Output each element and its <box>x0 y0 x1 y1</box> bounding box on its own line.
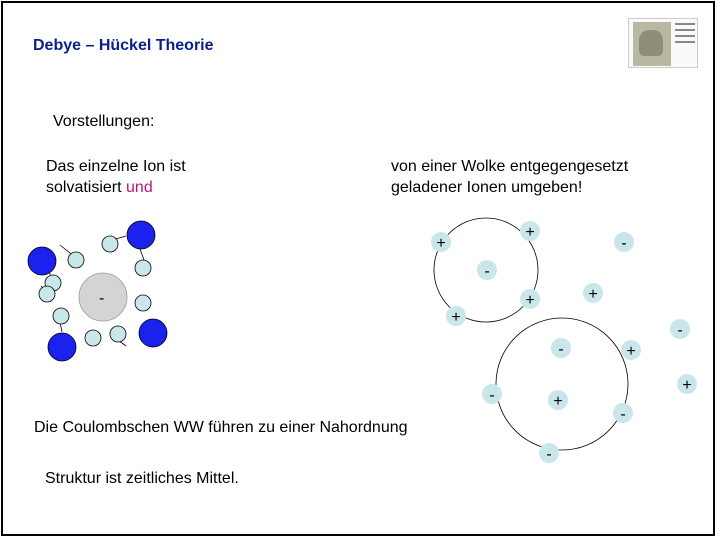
solvent-molecule <box>67 251 85 269</box>
left-description: Das einzelne Ion ist solvatisiert und <box>46 156 186 198</box>
large-ion <box>47 332 77 362</box>
right-description: von einer Wolke entgegengesetzt geladene… <box>391 156 628 198</box>
large-ion <box>138 318 168 348</box>
cloud-ion-plus <box>621 340 641 360</box>
solvent-molecule <box>134 294 152 312</box>
svg-text:-: - <box>489 387 494 404</box>
cloud-ion-minus <box>670 319 690 339</box>
large-ion <box>126 220 156 250</box>
cloud-ion-minus <box>539 443 559 463</box>
solvent-molecule <box>101 235 119 253</box>
left-line-2-text: solvatisiert <box>46 179 127 196</box>
solvent-molecule <box>109 325 127 343</box>
svg-text:+: + <box>525 224 534 241</box>
svg-text:-: - <box>484 263 489 280</box>
cloud-ion-plus <box>520 221 540 241</box>
left-line-1: Das einzelne Ion ist <box>46 158 186 175</box>
svg-text:-: - <box>546 446 551 463</box>
svg-text:-: - <box>677 322 682 339</box>
large-ion <box>27 246 57 276</box>
cloud-ion-plus <box>583 283 603 303</box>
ion-cloud-2 <box>495 317 629 451</box>
solvent-molecule <box>84 329 102 347</box>
left-line-2: solvatisiert und <box>46 177 186 198</box>
slide-title: Debye – Hückel Theorie <box>33 37 214 54</box>
cloud-ion-minus <box>551 338 571 358</box>
central-ion <box>78 272 128 322</box>
solvent-molecule <box>134 259 152 277</box>
cloud-ion-minus <box>613 403 633 423</box>
cloud-ion-plus <box>677 374 697 394</box>
svg-text:+: + <box>525 292 534 309</box>
svg-text:-: - <box>558 341 563 358</box>
cloud-charges: + + - - + + + - - + + - + - - <box>436 224 691 463</box>
right-line-2: geladener Ionen umgeben! <box>391 179 583 196</box>
svg-text:+: + <box>682 377 691 394</box>
ion-cloud-1 <box>433 217 539 323</box>
right-line-1: von einer Wolke entgegengesetzt <box>391 158 629 175</box>
cloud-ion-minus <box>482 384 502 404</box>
cloud-ion-plus <box>548 390 568 410</box>
svg-text:+: + <box>588 286 597 303</box>
svg-text:+: + <box>451 309 460 326</box>
svg-text:+: + <box>626 343 635 360</box>
subtitle: Vorstellungen: <box>53 113 155 130</box>
cloud-ions <box>431 221 697 463</box>
cloud-ion-plus <box>520 289 540 309</box>
central-ion-charge: - <box>99 290 104 307</box>
cloud-ion-minus <box>614 232 634 252</box>
cover-figure <box>639 30 663 56</box>
solvent-molecule <box>52 307 70 325</box>
solvation-shell-diagram <box>27 220 168 362</box>
coulomb-statement: Die Coulombschen WW führen zu einer Naho… <box>34 419 408 436</box>
svg-text:-: - <box>620 406 625 423</box>
highlight-und: und <box>126 179 153 196</box>
book-title-lines <box>675 23 695 47</box>
book-cover <box>633 22 671 66</box>
solvent-molecule <box>38 285 56 303</box>
svg-text:+: + <box>436 235 445 252</box>
book-cover-image <box>628 18 698 68</box>
svg-text:-: - <box>621 235 626 252</box>
svg-text:+: + <box>553 393 562 410</box>
ion-cloud-diagram <box>433 217 629 451</box>
structure-statement: Struktur ist zeitliches Mittel. <box>45 470 239 487</box>
cloud-ion-plus <box>446 306 466 326</box>
cloud-ion-minus <box>477 260 497 280</box>
cloud-ion-plus <box>431 232 451 252</box>
